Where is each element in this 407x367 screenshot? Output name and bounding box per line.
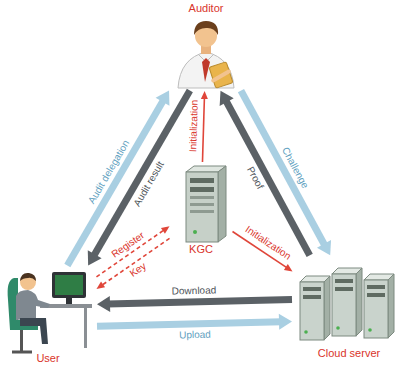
arrow-head: [161, 226, 170, 233]
edge-label: Initialization: [187, 100, 201, 153]
arrow-shaft: [241, 91, 325, 247]
flow-arrow: [201, 91, 208, 162]
user-figure: [8, 272, 92, 352]
arrow-head: [279, 314, 292, 330]
auditor-figure: [178, 21, 234, 88]
arrow-head: [317, 240, 331, 255]
cloud-server-node: Cloud server: [295, 258, 403, 360]
user-node: User: [2, 268, 94, 365]
auditor-node: Auditor: [168, 2, 244, 88]
arrow-shaft: [97, 322, 282, 327]
node-label: Cloud server: [318, 347, 380, 360]
arrow-head: [88, 250, 102, 265]
kgc-node: KGC: [172, 165, 230, 256]
cloud-servers: [300, 268, 394, 340]
arrow-head: [156, 91, 170, 106]
arrow-head: [97, 296, 110, 312]
edge-label: Register: [110, 229, 147, 260]
node-label: User: [36, 352, 59, 365]
edge-label: Download: [172, 284, 217, 297]
arrow-head: [220, 91, 234, 106]
edge-label: Upload: [179, 328, 211, 341]
arrow-head: [96, 282, 105, 289]
kgc-server: [186, 166, 226, 242]
node-label: Auditor: [189, 2, 224, 15]
arrow-head: [201, 91, 208, 99]
edge-label: Key: [127, 260, 148, 280]
arrow-shaft: [107, 299, 292, 304]
flow-arrow: [67, 91, 169, 266]
flow-arrow: [97, 314, 292, 330]
flow-arrow: [97, 296, 292, 312]
arrow-shaft: [202, 97, 204, 162]
node-label: KGC: [189, 243, 213, 256]
arrow-head: [284, 264, 293, 271]
